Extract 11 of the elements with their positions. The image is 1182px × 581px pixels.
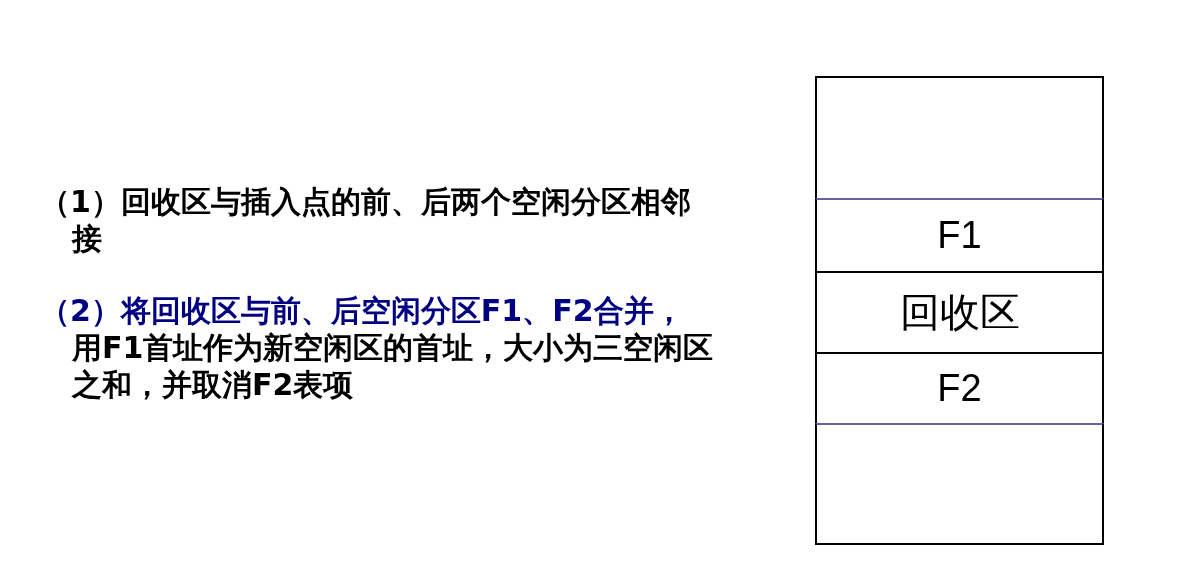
memory-block (815, 423, 1104, 545)
memory-partition (815, 198, 1104, 273)
partition-label: 回收区 (899, 289, 1020, 337)
description-text: （2）将回收区与前、后空闲分区F1、F2合并， (40, 292, 685, 329)
description-text: （1）回收区与插入点的前、后两个空闲分区相邻接 (40, 183, 692, 257)
partition-label: F1 (937, 214, 982, 257)
partition-label: F2 (937, 367, 982, 410)
description-text: 用F1首址作为新空闲区的首址，大小为三空闲区之和，并取消F2表项 (72, 329, 715, 403)
memory-block (815, 76, 1104, 200)
memory-partition (815, 271, 1104, 354)
memory-partition (815, 352, 1104, 425)
